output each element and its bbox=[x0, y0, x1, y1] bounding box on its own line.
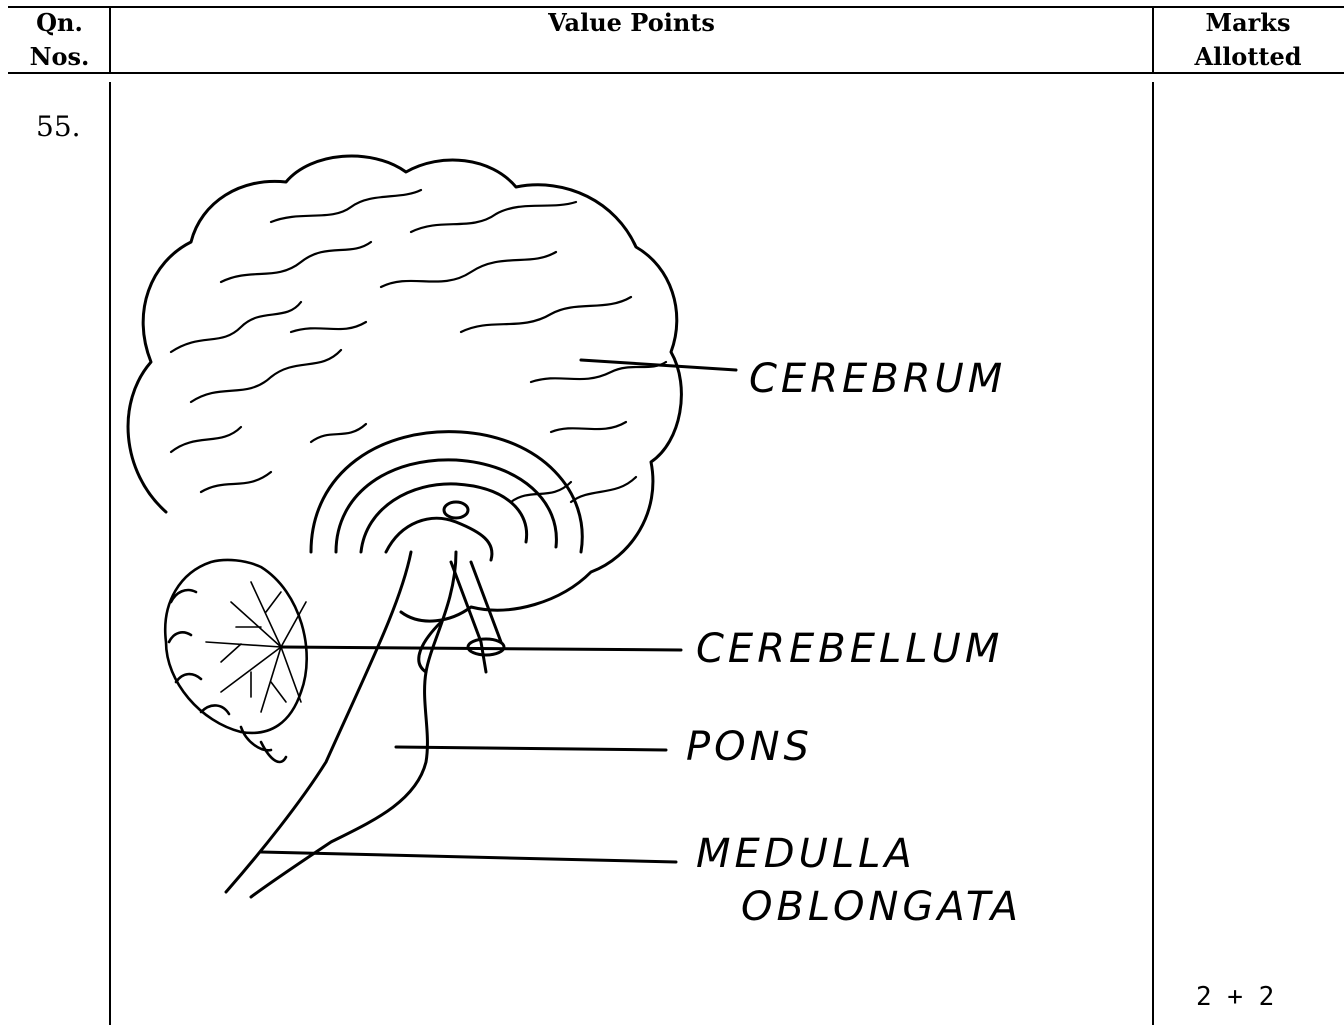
label-medulla-line1: MEDULLA bbox=[696, 831, 916, 877]
question-number: 55. bbox=[36, 110, 81, 143]
header-marks-line2: Allotted bbox=[1154, 40, 1342, 74]
cerebrum-outline bbox=[128, 156, 681, 621]
table-header-rule bbox=[8, 72, 1344, 74]
header-qn-line1: Qn. bbox=[10, 6, 109, 40]
header-question-number: Qn. Nos. bbox=[10, 6, 109, 74]
corpus-callosum bbox=[311, 432, 582, 560]
header-marks-line1: Marks bbox=[1154, 6, 1342, 40]
label-cerebellum: CEREBELLUM bbox=[696, 626, 1003, 672]
header-value-points-label: Value Points bbox=[111, 6, 1152, 40]
label-pons: PONS bbox=[686, 724, 813, 770]
label-medulla-line2: OBLONGATA bbox=[741, 884, 1022, 930]
label-cerebrum: CEREBRUM bbox=[749, 356, 1006, 402]
marks-allotted-value: 2 + 2 bbox=[1196, 982, 1274, 1012]
header-marks-allotted: Marks Allotted bbox=[1154, 6, 1342, 74]
header-qn-line2: Nos. bbox=[10, 40, 109, 74]
column-divider-right bbox=[1152, 82, 1154, 1025]
brain-diagram: CEREBRUM CEREBELLUM PONS MEDULLA OBLONGA… bbox=[111, 82, 1152, 1025]
header-value-points: Value Points bbox=[111, 6, 1152, 40]
brainstem bbox=[226, 552, 504, 897]
cerebrum-gyri bbox=[171, 190, 666, 502]
